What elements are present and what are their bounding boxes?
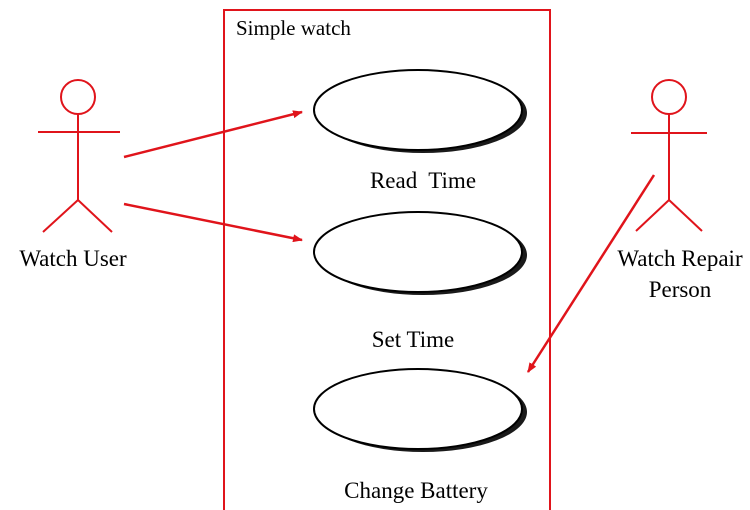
association-repair-person-change-battery bbox=[526, 174, 656, 373]
actor-watch-user: Watch User bbox=[19, 79, 127, 271]
system-title: Simple watch bbox=[236, 16, 351, 40]
use-case-label: Change Battery bbox=[344, 478, 488, 503]
use-case-change-battery: Change Battery bbox=[313, 368, 527, 503]
actor-label: Watch User bbox=[19, 246, 127, 271]
use-case-read-time: Read Time bbox=[313, 69, 527, 193]
system-boundary: Simple watch bbox=[223, 9, 551, 510]
use-case-ellipse bbox=[313, 368, 523, 450]
associations bbox=[123, 110, 656, 373]
use-case-ellipse bbox=[313, 69, 523, 151]
actor-watch-repair-person: Watch Repair Person bbox=[617, 79, 743, 302]
association-watch-user-read-time bbox=[123, 110, 303, 159]
use-case-label: Set Time bbox=[372, 327, 454, 352]
use-case-set-time: Set Time bbox=[313, 211, 527, 352]
system-boundary-box bbox=[223, 9, 551, 510]
use-case-label: Read Time bbox=[370, 168, 476, 193]
actor-label-line-1: Watch Repair bbox=[617, 246, 743, 271]
actor-watch-user-icon bbox=[38, 79, 120, 233]
actor-label-line-2: Person bbox=[649, 277, 712, 302]
use-case-ellipse bbox=[313, 211, 523, 293]
actor-watch-repair-person-icon bbox=[631, 79, 707, 232]
association-watch-user-set-time bbox=[123, 202, 303, 243]
